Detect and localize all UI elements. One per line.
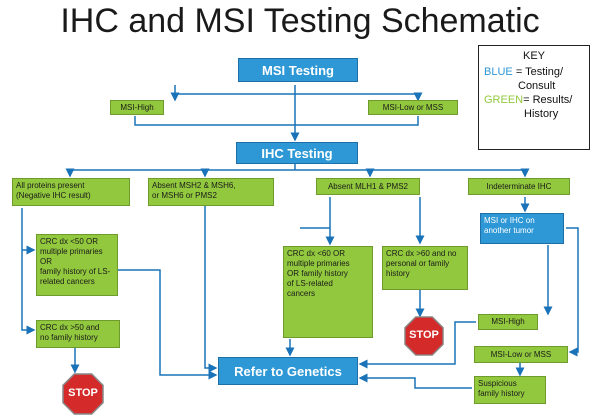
crc-dx-over-60-box: CRC dx >60 and no personal or family his…	[382, 246, 468, 290]
key-green-row: GREEN= Results/	[484, 93, 584, 107]
diagram-title: IHC and MSI Testing Schematic	[60, 2, 540, 40]
msi-low-mss-result-box: MSI-Low or MSS	[474, 346, 568, 363]
absent-mlh1-pms2-box: Absent MLH1 & PMS2	[316, 178, 420, 195]
stop-octagon-icon	[62, 373, 104, 415]
key-blue-desc2: Consult	[518, 80, 556, 92]
msi-low-mss-box: MSI-Low or MSS	[368, 100, 458, 115]
stop-sign-middle: STOP	[404, 316, 444, 356]
key-green-desc: = Results/	[523, 94, 573, 106]
stop-label: STOP	[68, 387, 98, 399]
absent-msh2-msh6-box: Absent MSH2 & MSH6, or MSH6 or PMS2	[148, 178, 274, 206]
suspicious-family-history-box: Suspicious family history	[474, 376, 546, 404]
stop-label: STOP	[409, 329, 439, 341]
key-green-word: GREEN	[484, 94, 524, 106]
stop-octagon-icon	[404, 316, 444, 356]
legend-key: KEY BLUE = Testing/ Consult GREEN= Resul…	[478, 45, 590, 150]
key-blue-row: BLUE = Testing/	[484, 65, 584, 79]
msi-high-result-box: MSI-High	[478, 314, 538, 330]
crc-dx-over-50-box: CRC dx >50 and no family history	[36, 320, 120, 348]
key-blue-word: BLUE	[484, 66, 513, 78]
msi-ihc-another-tumor-box: MSI or IHC on another tumor	[480, 213, 564, 244]
msi-high-box: MSI-High	[110, 100, 164, 115]
all-proteins-present-box: All proteins present (Negative IHC resul…	[12, 178, 130, 206]
indeterminate-ihc-box: Indeterminate IHC	[468, 178, 570, 195]
key-green-desc2: History	[524, 108, 559, 120]
key-heading: KEY	[522, 50, 545, 62]
msi-testing-box: MSI Testing	[238, 58, 358, 82]
crc-dx-under-60-box: CRC dx <60 OR multiple primaries OR fami…	[283, 246, 373, 338]
stop-sign-left: STOP	[62, 373, 104, 415]
ihc-testing-box: IHC Testing	[236, 142, 358, 164]
crc-dx-under-50-box: CRC dx <50 OR multiple primaries OR fami…	[36, 234, 118, 296]
refer-to-genetics-box: Refer to Genetics	[218, 357, 358, 385]
key-blue-desc: = Testing/	[515, 66, 564, 78]
